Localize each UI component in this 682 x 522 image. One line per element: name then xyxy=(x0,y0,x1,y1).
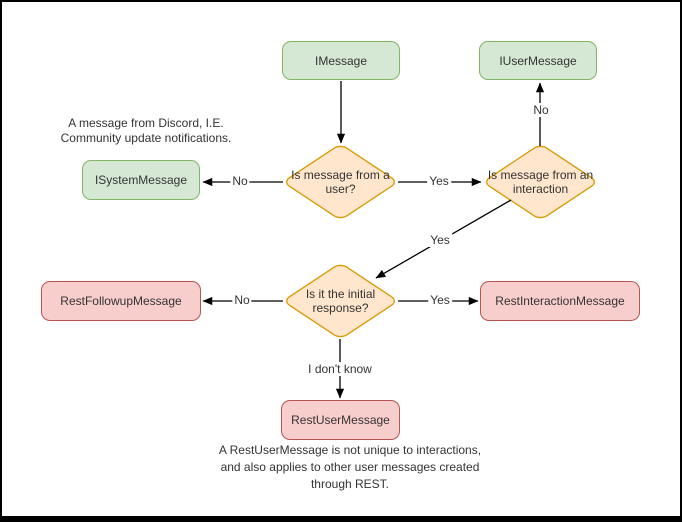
edge-label-from-user-yes: Yes xyxy=(427,174,451,188)
node-restfollowupmessage: RestFollowupMessage xyxy=(41,281,201,321)
edge-label-initial-no: No xyxy=(232,293,252,307)
node-restinteractionmessage: RestInteractionMessage xyxy=(480,281,640,321)
annotation-rest-user-note: A RestUserMessage is not unique to inter… xyxy=(218,443,482,491)
annotation-system-message-note: A message from Discord, I.E. Community u… xyxy=(60,116,232,145)
node-isystemmessage: ISystemMessage xyxy=(82,160,200,200)
node-restusermessage: RestUserMessage xyxy=(281,400,400,440)
node-imessage: IMessage xyxy=(282,41,400,80)
edge-label-from-user-no: No xyxy=(230,174,250,188)
decision-is-initial-response-label: Is it the initial response? xyxy=(305,287,376,315)
edge-label-from-interaction-no: No xyxy=(531,103,551,117)
edge-label-initial-yes: Yes xyxy=(428,293,452,307)
decision-is-from-interaction-label: Is message from an interaction xyxy=(487,168,594,196)
decision-is-from-user-label: Is message from a user? xyxy=(291,168,390,196)
decision-is-from-interaction-shape xyxy=(483,144,598,220)
edge-label-initial-unknown: I don't know xyxy=(306,362,374,376)
decision-is-initial-response-shape xyxy=(283,263,398,339)
node-iusermessage: IUserMessage xyxy=(479,41,597,80)
bottom-border-bar xyxy=(0,516,682,522)
edge-label-from-interaction-yes: Yes xyxy=(428,233,452,247)
decision-is-from-user-shape xyxy=(283,144,398,220)
